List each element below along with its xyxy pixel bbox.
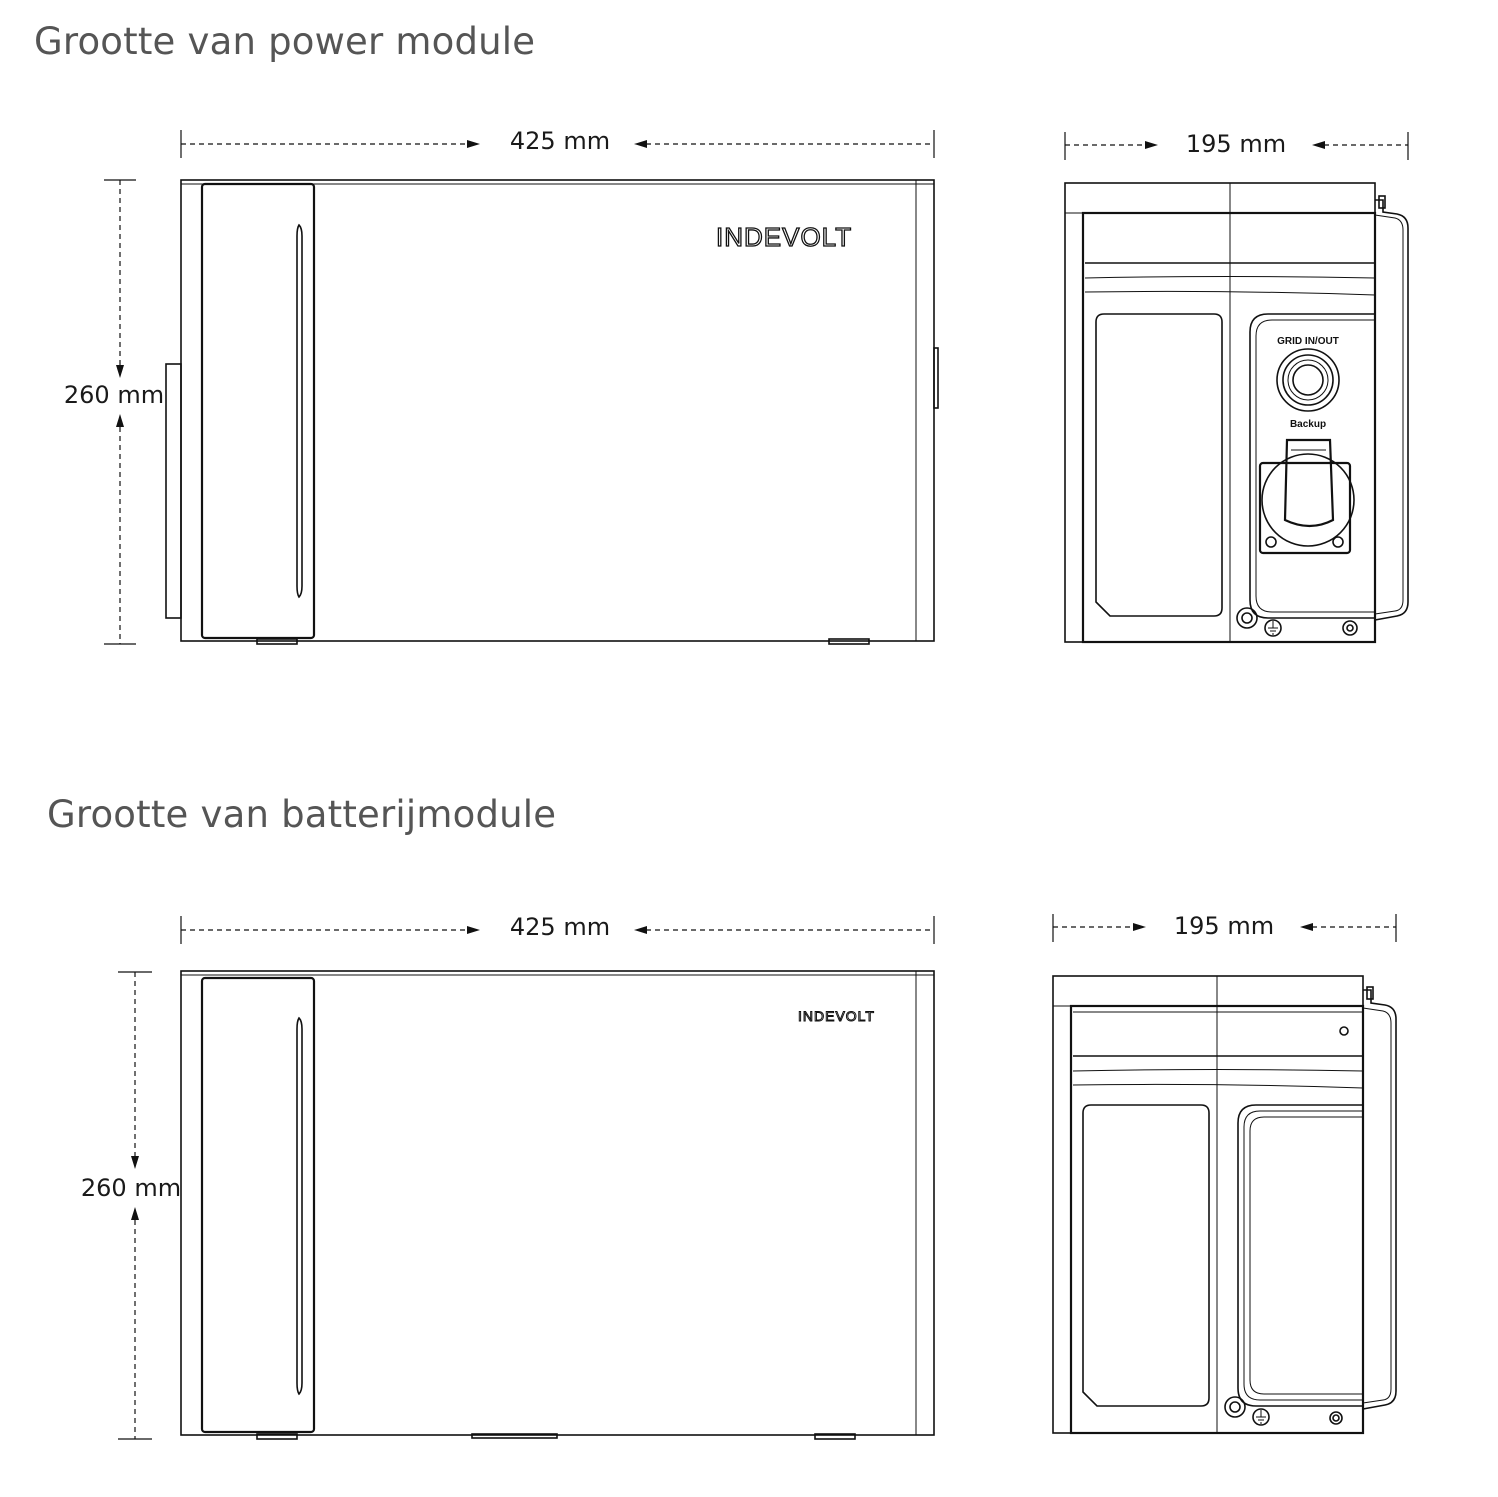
backup-port-label: Backup <box>1290 419 1326 430</box>
arrow-icon <box>467 140 480 148</box>
screw-icon <box>1342 620 1358 636</box>
power-width-dimension: 425 mm <box>180 127 935 158</box>
battery-depth-label: 195 mm <box>1174 912 1274 940</box>
screw-icon <box>1236 607 1258 629</box>
power-module-title: Grootte van power module <box>34 20 536 63</box>
power-width-label: 425 mm <box>510 127 610 155</box>
arrow-icon <box>1312 141 1325 149</box>
power-depth-label: 195 mm <box>1186 130 1286 158</box>
battery-module-title: Grootte van batterijmodule <box>47 793 557 836</box>
screw-icon <box>1329 1411 1343 1425</box>
battery-width-label: 425 mm <box>510 913 610 941</box>
screw-icon <box>1332 536 1344 548</box>
battery-height-dimension: 260 mm <box>81 971 181 1440</box>
battery-width-dimension: 425 mm <box>180 913 935 944</box>
backup-socket <box>1258 438 1355 555</box>
arrow-icon <box>1300 923 1313 931</box>
grid-connector <box>1276 348 1340 412</box>
screw-icon <box>1265 536 1277 548</box>
power-front-view: INDEVOLT <box>165 179 939 645</box>
arrow-icon <box>1145 141 1158 149</box>
power-depth-dimension: 195 mm <box>1064 130 1409 160</box>
battery-depth-dimension: 195 mm <box>1052 912 1397 942</box>
screw-icon <box>1224 1396 1246 1418</box>
power-brand-logo: INDEVOLT <box>716 222 852 252</box>
ground-icon <box>1264 619 1282 637</box>
arrow-icon <box>634 140 647 148</box>
arrow-icon <box>634 926 647 934</box>
power-height-label: 260 mm <box>64 381 164 409</box>
ground-icon <box>1252 1408 1270 1426</box>
power-height-dimension: 260 mm <box>64 179 164 645</box>
arrow-icon <box>1133 923 1146 931</box>
arrow-icon <box>131 1156 139 1169</box>
battery-brand-logo: INDEVOLT <box>798 1008 875 1024</box>
arrow-icon <box>116 365 124 378</box>
arrow-icon <box>131 1207 139 1220</box>
arrow-icon <box>467 926 480 934</box>
arrow-icon <box>116 414 124 427</box>
battery-height-label: 260 mm <box>81 1174 181 1202</box>
grid-port-label: GRID IN/OUT <box>1277 336 1339 347</box>
screw-icon <box>1339 1026 1349 1036</box>
battery-side-view <box>1052 975 1397 1435</box>
power-side-view: GRID IN/OUT Backup <box>1064 182 1409 644</box>
battery-front-view: INDEVOLT <box>180 970 935 1440</box>
